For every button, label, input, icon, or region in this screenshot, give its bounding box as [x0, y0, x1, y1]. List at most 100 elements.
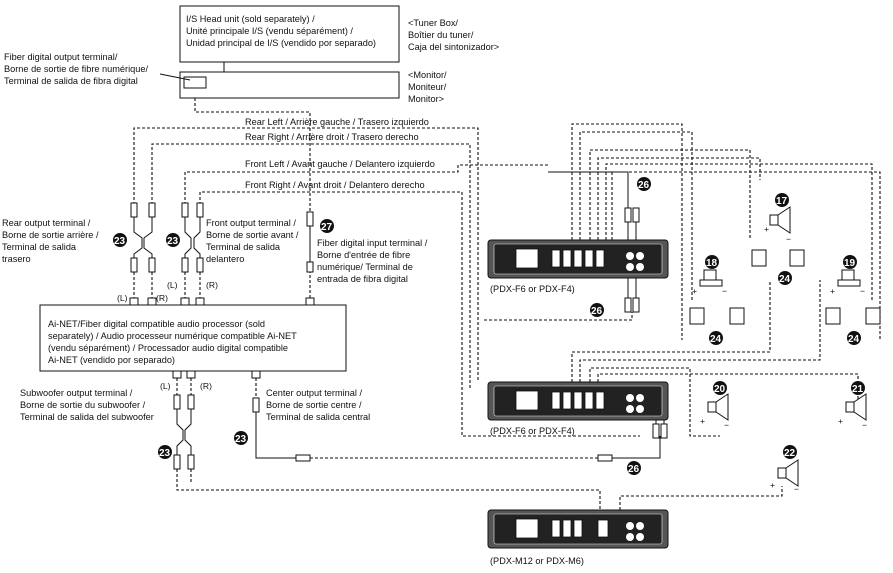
- rear-output-label-4: trasero: [2, 254, 31, 264]
- speaker-18: + −: [692, 269, 727, 296]
- callout-18: [705, 255, 719, 269]
- callout-20: [713, 381, 727, 395]
- subwoofer-rca-cable: [173, 378, 601, 515]
- amplifier-2: [487, 381, 669, 421]
- front-rca-cable: [181, 202, 204, 300]
- fiber-output-label-3: Terminal de salida de fibra digital: [4, 76, 138, 86]
- svg-text:−: −: [786, 234, 791, 244]
- svg-text:−: −: [724, 420, 729, 430]
- svg-text:+: +: [830, 286, 835, 296]
- speaker-20: + −: [700, 393, 729, 430]
- rear-output-label-1: Rear output terminal /: [2, 218, 91, 228]
- rear-left-label: Rear Left / Arrière gauche / Trasero izq…: [245, 117, 429, 127]
- callout-21-text: 21: [852, 384, 864, 395]
- callout-26-c: [627, 461, 641, 475]
- callout-23-front-text: 23: [167, 236, 179, 247]
- front-output-label-2: Borne de sortie avant /: [206, 230, 299, 240]
- rear-l-label: (L): [117, 293, 128, 303]
- svg-text:−: −: [722, 286, 727, 296]
- amp3-caption: (PDX-M12 or PDX-M6): [490, 556, 584, 566]
- front-output-label-4: delantero: [206, 254, 244, 264]
- head-unit-label-3: Unidad principal de I/S (vendido por sep…: [186, 38, 376, 48]
- speaker-17: + −: [764, 206, 791, 244]
- callout-27: [320, 219, 334, 233]
- front-output-label-1: Front output terminal /: [206, 218, 296, 228]
- center-output-label-3: Terminal de salida central: [266, 412, 370, 422]
- callout-26-b-text: 26: [591, 306, 603, 317]
- callout-26-a-text: 26: [638, 180, 650, 191]
- callout-22: [783, 445, 797, 459]
- front-r-label: (R): [206, 280, 218, 290]
- callout-23-sub: [158, 445, 172, 459]
- callout-17: [775, 193, 789, 207]
- svg-text:+: +: [692, 286, 697, 296]
- tuner-box-label-3: Caja del sintonizador>: [408, 42, 499, 52]
- fiber-input-label-3: numérique/ Terminal de: [317, 262, 413, 272]
- amp1-caption: (PDX-F6 or PDX-F4): [490, 284, 575, 294]
- callout-19: [843, 255, 857, 269]
- fiber-input-label-4: entrada de fibra digital: [317, 274, 408, 284]
- monitor-label-3: Monitor>: [408, 94, 444, 104]
- speaker-21: + −: [838, 393, 867, 430]
- monitor-box: [179, 71, 400, 99]
- tuner-box-label-1: <Tuner Box/: [408, 18, 458, 28]
- speaker-19: + −: [830, 269, 865, 296]
- subwoofer-output-label-1: Subwoofer output terminal /: [20, 388, 133, 398]
- callout-17-text: 17: [776, 196, 788, 207]
- tweeter-pair-left: [689, 249, 805, 325]
- rear-right-label: Rear Right / Arrière droit / Trasero der…: [245, 132, 419, 142]
- processor-label-3: (vendu séparément) / Processador audio d…: [48, 343, 288, 353]
- callout-24-c: [847, 331, 861, 345]
- callout-26-b: [590, 303, 604, 317]
- fiber-output-port: [183, 76, 207, 89]
- svg-text:−: −: [862, 420, 867, 430]
- subwoofer-output-label-3: Terminal de salida del subwoofer: [20, 412, 154, 422]
- center-output-label-1: Center output terminal /: [266, 388, 362, 398]
- callout-24-a: [709, 331, 723, 345]
- tweeter-pair-right: [825, 307, 881, 325]
- callout-23-center: [234, 431, 248, 445]
- sub-l-label: (L): [160, 381, 171, 391]
- callout-18-text: 18: [706, 258, 718, 269]
- amplifier-3: [487, 509, 669, 549]
- fiber-connector-bottom: [306, 261, 314, 273]
- callout-19-text: 19: [844, 258, 856, 269]
- fiber-input-label-2: Borne d'entrée de fibre: [317, 250, 410, 260]
- rear-output-label-3: Terminal de salida: [2, 242, 77, 252]
- head-unit-label-2: Unité principale I/S (vendu séparément) …: [186, 26, 353, 36]
- fiber-input-label-1: Fiber digital input terminal /: [317, 238, 428, 248]
- head-unit-box: [179, 5, 400, 63]
- callout-23-sub-text: 23: [159, 448, 171, 459]
- callout-23-front: [166, 233, 180, 247]
- processor-label-2: separately) / Audio processeur numérique…: [48, 331, 297, 341]
- front-l-label: (L): [167, 280, 178, 290]
- speaker-22: + −: [770, 459, 799, 494]
- callout-26-c-text: 26: [628, 464, 640, 475]
- rear-rca-cable: [130, 202, 156, 300]
- callout-23-rear-text: 23: [114, 236, 126, 247]
- svg-text:+: +: [770, 480, 775, 490]
- center-rca-cable: [252, 378, 661, 462]
- fiber-output-label-1: Fiber digital output terminal/: [4, 52, 118, 62]
- svg-text:−: −: [860, 286, 865, 296]
- callout-27-text: 27: [321, 222, 333, 233]
- subwoofer-output-label-2: Borne de sortie du subwoofer /: [20, 400, 146, 410]
- svg-text:+: +: [838, 416, 843, 426]
- callout-24-b: [778, 271, 792, 285]
- front-left-label: Front Left / Avant gauche / Delantero iz…: [245, 159, 435, 169]
- svg-text:+: +: [700, 416, 705, 426]
- processor-label-4: Ai-NET (vendido por separado): [48, 355, 175, 365]
- fiber-connector-top: [306, 211, 314, 227]
- amp2-caption: (PDX-F6 or PDX-F4): [490, 426, 575, 436]
- monitor-label-2: Moniteur/: [408, 82, 447, 92]
- callout-24-a-text: 24: [710, 334, 722, 345]
- tuner-box-label-2: Boîtier du tuner/: [408, 30, 474, 40]
- center-output-label-2: Borne de sortie centre /: [266, 400, 362, 410]
- callout-24-b-text: 24: [779, 274, 791, 285]
- monitor-label-1: <Monitor/: [408, 70, 447, 80]
- front-output-label-3: Terminal de salida: [206, 242, 281, 252]
- callout-20-text: 20: [714, 384, 726, 395]
- amplifier-1: [487, 239, 669, 279]
- rear-output-label-2: Borne de sortie arrière /: [2, 230, 99, 240]
